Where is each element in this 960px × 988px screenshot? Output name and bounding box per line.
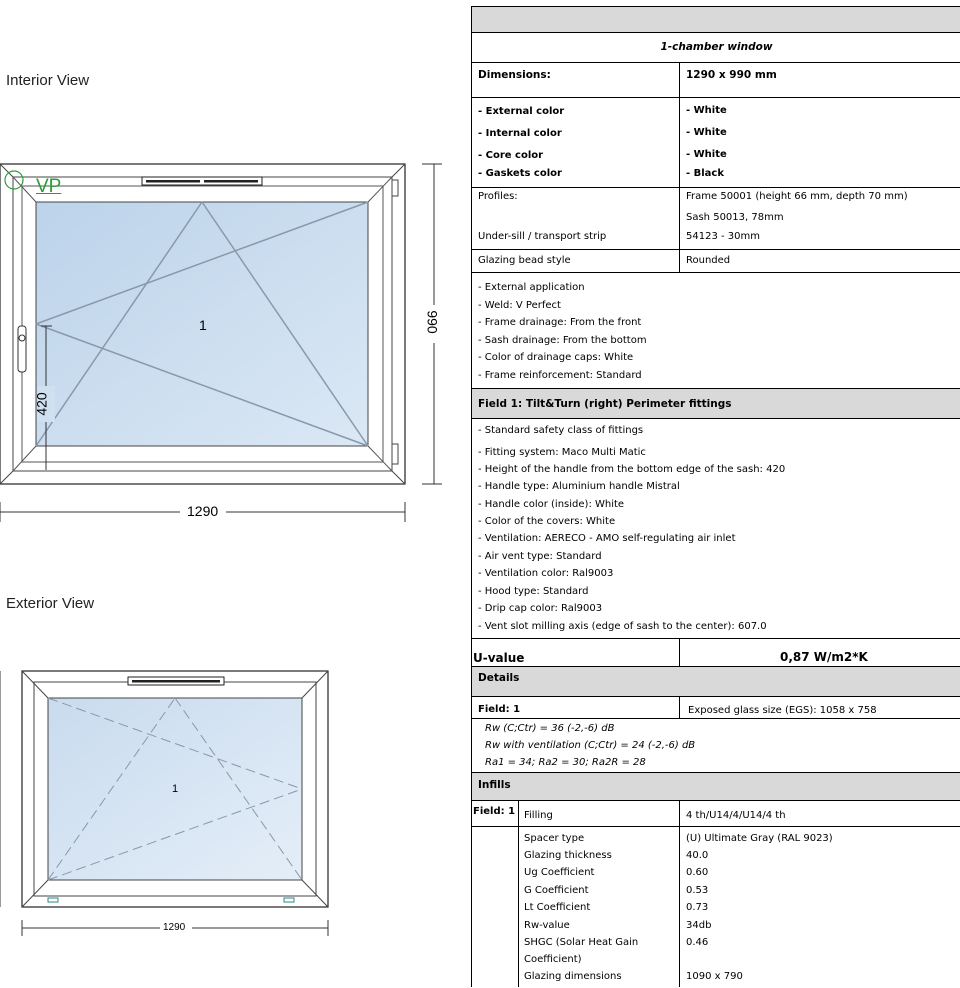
interior-height-dim: 990 (424, 310, 441, 334)
general-item: - Weld: V Perfect (478, 300, 561, 311)
profiles-row: Profiles: Frame 50001 (height 66 mm, dep… (472, 187, 960, 250)
egs-value: Exposed glass size (EGS): 1058 x 758 (688, 705, 877, 716)
spec-header-bar (472, 6, 960, 33)
colors-row: - External color - White - Internal colo… (472, 97, 960, 188)
fitting-item: - Height of the handle from the bottom e… (478, 464, 786, 475)
profiles-label: Profiles: (478, 191, 518, 202)
infill-details: Spacer type (U) Ultimate Gray (RAL 9023)… (472, 826, 960, 988)
g-value: 0.53 (686, 885, 709, 896)
field1-header-row: Field 1: Tilt&Turn (right) Perimeter fit… (472, 388, 960, 419)
internal-color-label: - Internal color (478, 128, 562, 139)
external-color-value: - White (686, 105, 727, 116)
filling-value: 4 th/U14/4/U14/4 th (686, 810, 786, 821)
profiles-sash: Sash 50013, 78mm (686, 212, 784, 223)
external-color-label: - External color (478, 106, 565, 117)
fitting-item: - Air vent type: Standard (478, 551, 602, 562)
acoustic-item: Rw (C;Ctr) = 36 (-2,-6) dB (485, 723, 615, 734)
exterior-view-drawing (0, 670, 329, 936)
window-type: 1-chamber window (660, 41, 773, 53)
dimensions-row: Dimensions: 1290 x 990 mm (472, 62, 960, 98)
details-header: Details (478, 672, 520, 684)
general-item: - Frame reinforcement: Standard (478, 370, 642, 381)
bead-label: Glazing bead style (478, 255, 571, 266)
general-item: - Frame drainage: From the front (478, 317, 642, 328)
col-divider-top (679, 62, 680, 272)
exterior-view-label: Exterior View (6, 595, 95, 612)
interior-view-label: Interior View (6, 72, 90, 89)
spacer-type-value: (U) Ultimate Gray (RAL 9023) (686, 833, 833, 844)
col-divider-infill-value (679, 800, 680, 987)
uvalue-row: U-value 0,87 W/m2*K (472, 638, 960, 667)
glazing-thickness-label: Glazing thickness (524, 850, 612, 861)
gaskets-color-value: - Black (686, 168, 725, 179)
fitting-item: - Fitting system: Maco Multi Matic (478, 447, 646, 458)
filling-label: Filling (524, 810, 553, 821)
bead-value: Rounded (686, 255, 731, 266)
glazing-thickness-value: 40.0 (686, 850, 709, 861)
col-divider-egs (679, 696, 680, 718)
exterior-width-dim: 1290 (163, 922, 186, 933)
shgc-label: SHGC (Solar Heat Gain (524, 937, 639, 948)
acoustic-item: Ra1 = 34; Ra2 = 30; Ra2R = 28 (485, 757, 646, 768)
glazing-dimensions-label: Glazing dimensions (524, 971, 622, 982)
filling-row: Field: 1 Filling 4 th/U14/4/U14/4 th (472, 800, 960, 827)
infills-header-row: Infills (472, 772, 960, 801)
fitting-item: - Drip cap color: Ral9003 (478, 603, 603, 614)
fitting-item: - Color of the covers: White (478, 516, 616, 527)
spec-table: 1-chamber window Dimensions: 1290 x 990 … (471, 6, 960, 987)
general-item: - External application (478, 282, 585, 293)
col-divider-infill-field (518, 800, 519, 987)
fitting-item: - Hood type: Standard (478, 586, 589, 597)
interior-handle-height-dim: 420 (33, 392, 50, 416)
spacer-type-label: Spacer type (524, 833, 585, 844)
shgc-value: 0.46 (686, 937, 709, 948)
field1-header: Field 1: Tilt&Turn (right) Perimeter fit… (478, 398, 732, 410)
acoustic-row: Rw (C;Ctr) = 36 (-2,-6) dB Rw with venti… (472, 718, 960, 773)
lt-value: 0.73 (686, 902, 709, 913)
fittings-row: - Standard safety class of fittings - Fi… (472, 418, 960, 639)
lt-label: Lt Coefficient (524, 902, 591, 913)
profiles-frame: Frame 50001 (height 66 mm, depth 70 mm) (686, 191, 908, 202)
shgc-label-cont: Coefficient) (524, 954, 582, 965)
fitting-item: - Handle type: Aluminium handle Mistral (478, 481, 680, 492)
field-label: Field: 1 (478, 704, 521, 715)
general-item: - Sash drainage: From the bottom (478, 335, 647, 346)
core-color-value: - White (686, 149, 727, 160)
infills-header: Infills (478, 779, 511, 791)
details-header-row: Details (472, 666, 960, 697)
g-label: G Coefficient (524, 885, 589, 896)
infill-field-label: Field: 1 (473, 806, 516, 817)
interior-field-number: 1 (199, 317, 207, 333)
uvalue-label: U-value (473, 651, 525, 665)
window-type-row: 1-chamber window (472, 32, 960, 63)
fitting-item: - Ventilation: AERECO - AMO self-regulat… (478, 533, 736, 544)
dimensions-label: Dimensions: (478, 69, 551, 81)
interior-width-dim: 1290 (187, 503, 219, 519)
col-divider-uvalue (679, 638, 680, 666)
interior-view-drawing (0, 163, 444, 522)
dimensions-value: 1290 x 990 mm (686, 69, 777, 81)
acoustic-item: Rw with ventilation (C;Ctr) = 24 (-2,-6)… (485, 740, 696, 751)
undersill-value: 54123 - 30mm (686, 231, 760, 242)
vp-mark: VP (36, 176, 62, 197)
fitting-item: - Handle color (inside): White (478, 499, 625, 510)
ug-value: 0.60 (686, 867, 709, 878)
gaskets-color-label: - Gaskets color (478, 168, 562, 179)
rw-label: Rw-value (524, 920, 570, 931)
undersill-label: Under-sill / transport strip (478, 231, 607, 242)
exterior-field-number: 1 (172, 783, 179, 795)
bead-row: Glazing bead style Rounded (472, 249, 960, 273)
ug-label: Ug Coefficient (524, 867, 595, 878)
field-egs-row: Field: 1 Exposed glass size (EGS): 1058 … (472, 696, 960, 719)
core-color-label: - Core color (478, 150, 544, 161)
glazing-dimensions-value: 1090 x 790 (686, 971, 743, 982)
fitting-item: - Ventilation color: Ral9003 (478, 568, 614, 579)
rw-value: 34db (686, 920, 712, 931)
internal-color-value: - White (686, 127, 727, 138)
fitting-item: - Vent slot milling axis (edge of sash t… (478, 621, 767, 632)
fitting-item: - Standard safety class of fittings (478, 425, 644, 436)
uvalue-value: 0,87 W/m2*K (780, 650, 868, 664)
general-row: - External application - Weld: V Perfect… (472, 272, 960, 389)
general-item: - Color of drainage caps: White (478, 352, 634, 363)
